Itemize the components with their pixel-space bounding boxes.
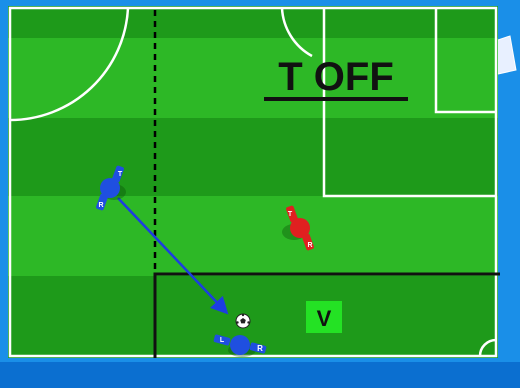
soccer-ball-icon xyxy=(236,314,250,328)
blue-player-2-body xyxy=(230,335,250,355)
pitch-stripe xyxy=(8,38,498,118)
red-player-hand-top: T xyxy=(288,211,293,218)
blue-player-2-hand-left: L xyxy=(220,337,225,344)
red-player-body xyxy=(290,218,310,238)
pitch-stripe xyxy=(8,196,498,276)
play-title: T OFF xyxy=(278,55,394,99)
blue-player-1-hand-bottom: R xyxy=(98,202,103,209)
red-player-hand-bottom: R xyxy=(307,242,312,249)
frame-bottom-bar xyxy=(0,362,520,388)
blue-player-2-hand-right: R xyxy=(257,344,263,353)
blue-player-1-hand-top: T xyxy=(118,171,123,178)
blue-player-1-body xyxy=(100,178,120,198)
zone-marker-label: V xyxy=(317,306,332,331)
pitch xyxy=(8,6,498,358)
